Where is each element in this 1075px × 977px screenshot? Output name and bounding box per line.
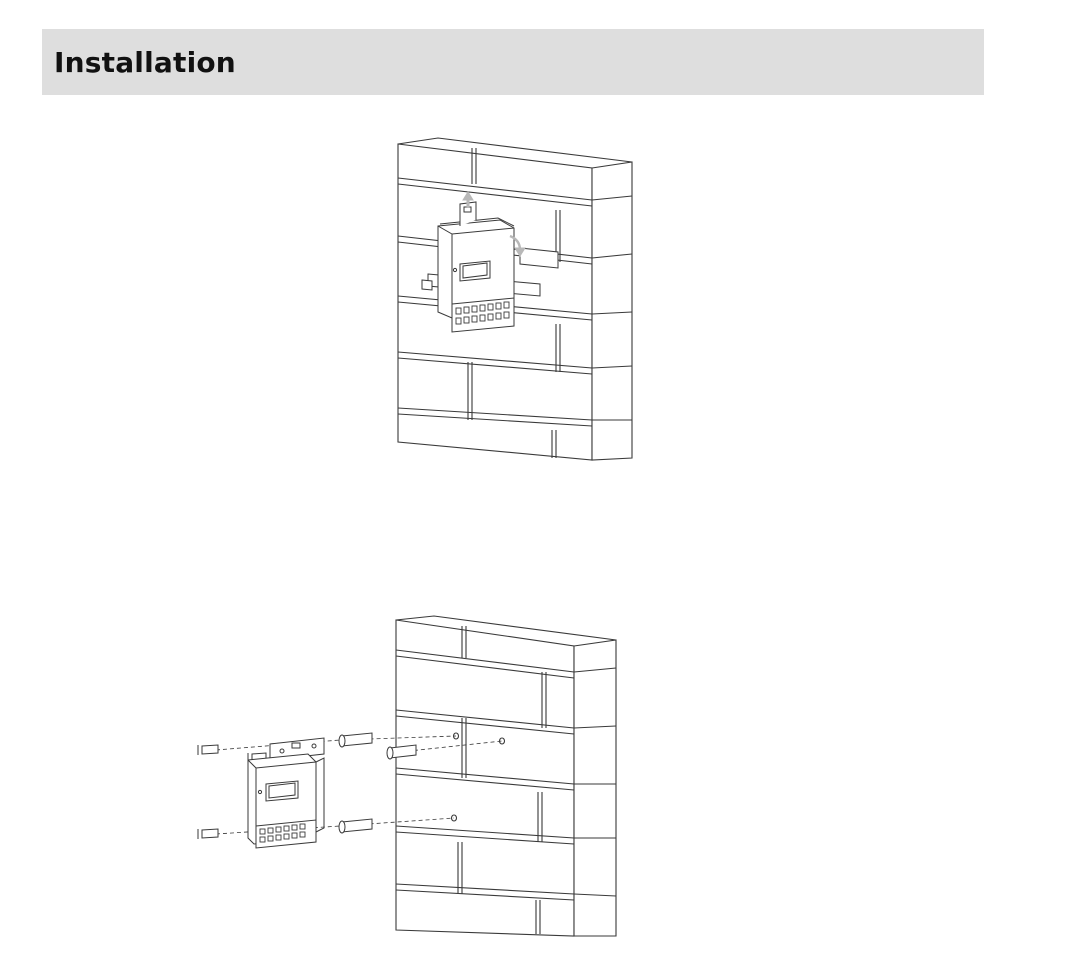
din-rail-mounting-illustration — [380, 128, 640, 468]
alignment-guides — [215, 735, 503, 835]
section-header: Installation — [42, 29, 984, 95]
controller-device — [437, 201, 515, 333]
curved-arrow-icon — [509, 234, 526, 257]
wall-screw-mounting-illustration — [190, 612, 630, 942]
section-title: Installation — [54, 45, 236, 79]
wall-anchor-icons — [338, 732, 417, 834]
brick-wall — [395, 615, 617, 937]
controller-device — [247, 737, 325, 849]
up-arrow-icon — [462, 191, 474, 208]
brick-wall — [397, 137, 633, 461]
